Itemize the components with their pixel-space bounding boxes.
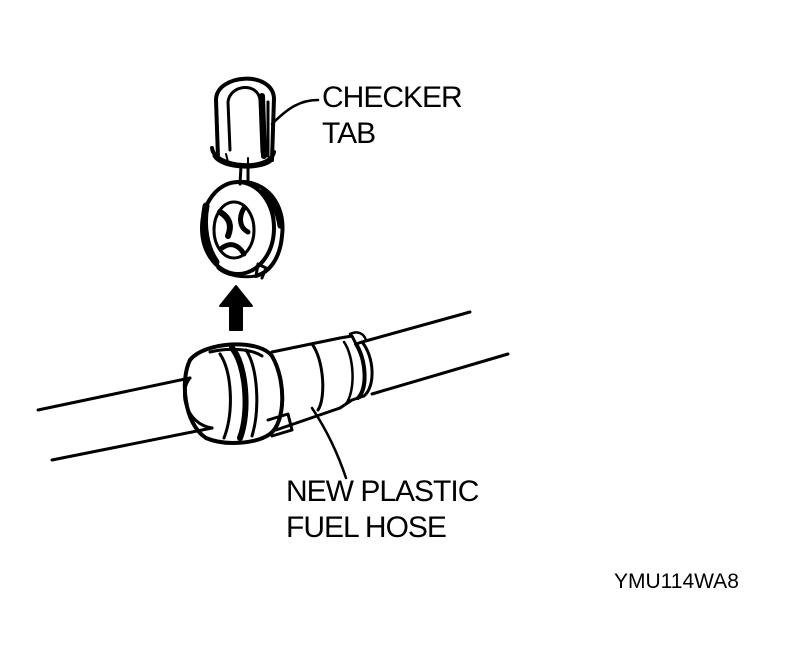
checker-tab-label: CHECKER TAB	[322, 80, 463, 152]
fuel-hose	[36, 310, 510, 462]
checker-tab	[210, 76, 276, 169]
retainer-ring	[200, 179, 285, 280]
up-arrow-icon	[219, 285, 253, 331]
checker-tab-leader-line	[270, 98, 320, 126]
fuel-hose-label-line2: FUEL HOSE	[286, 511, 447, 544]
fuel-hose-label: NEW PLASTIC FUEL HOSE	[286, 474, 479, 546]
checker-tab-label-line1: CHECKER	[322, 81, 463, 114]
fuel-hose-label-line1: NEW PLASTIC	[286, 475, 479, 508]
checker-tab-label-line2: TAB	[322, 117, 376, 150]
figure-code: YMU114WA8	[614, 570, 739, 593]
fuel-hose-leader-line	[310, 406, 348, 480]
